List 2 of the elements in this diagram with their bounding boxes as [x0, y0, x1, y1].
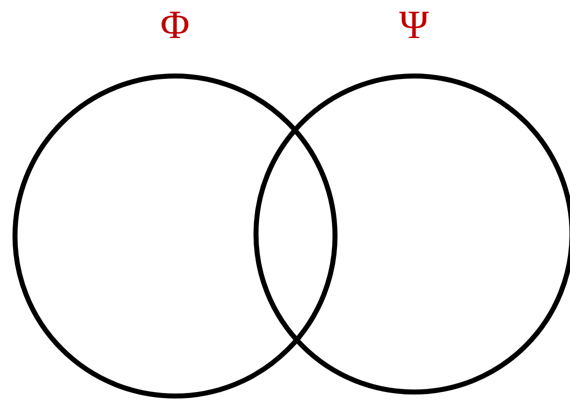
set-label: Φ: [159, 2, 191, 48]
set-label: Ψ: [398, 2, 430, 48]
